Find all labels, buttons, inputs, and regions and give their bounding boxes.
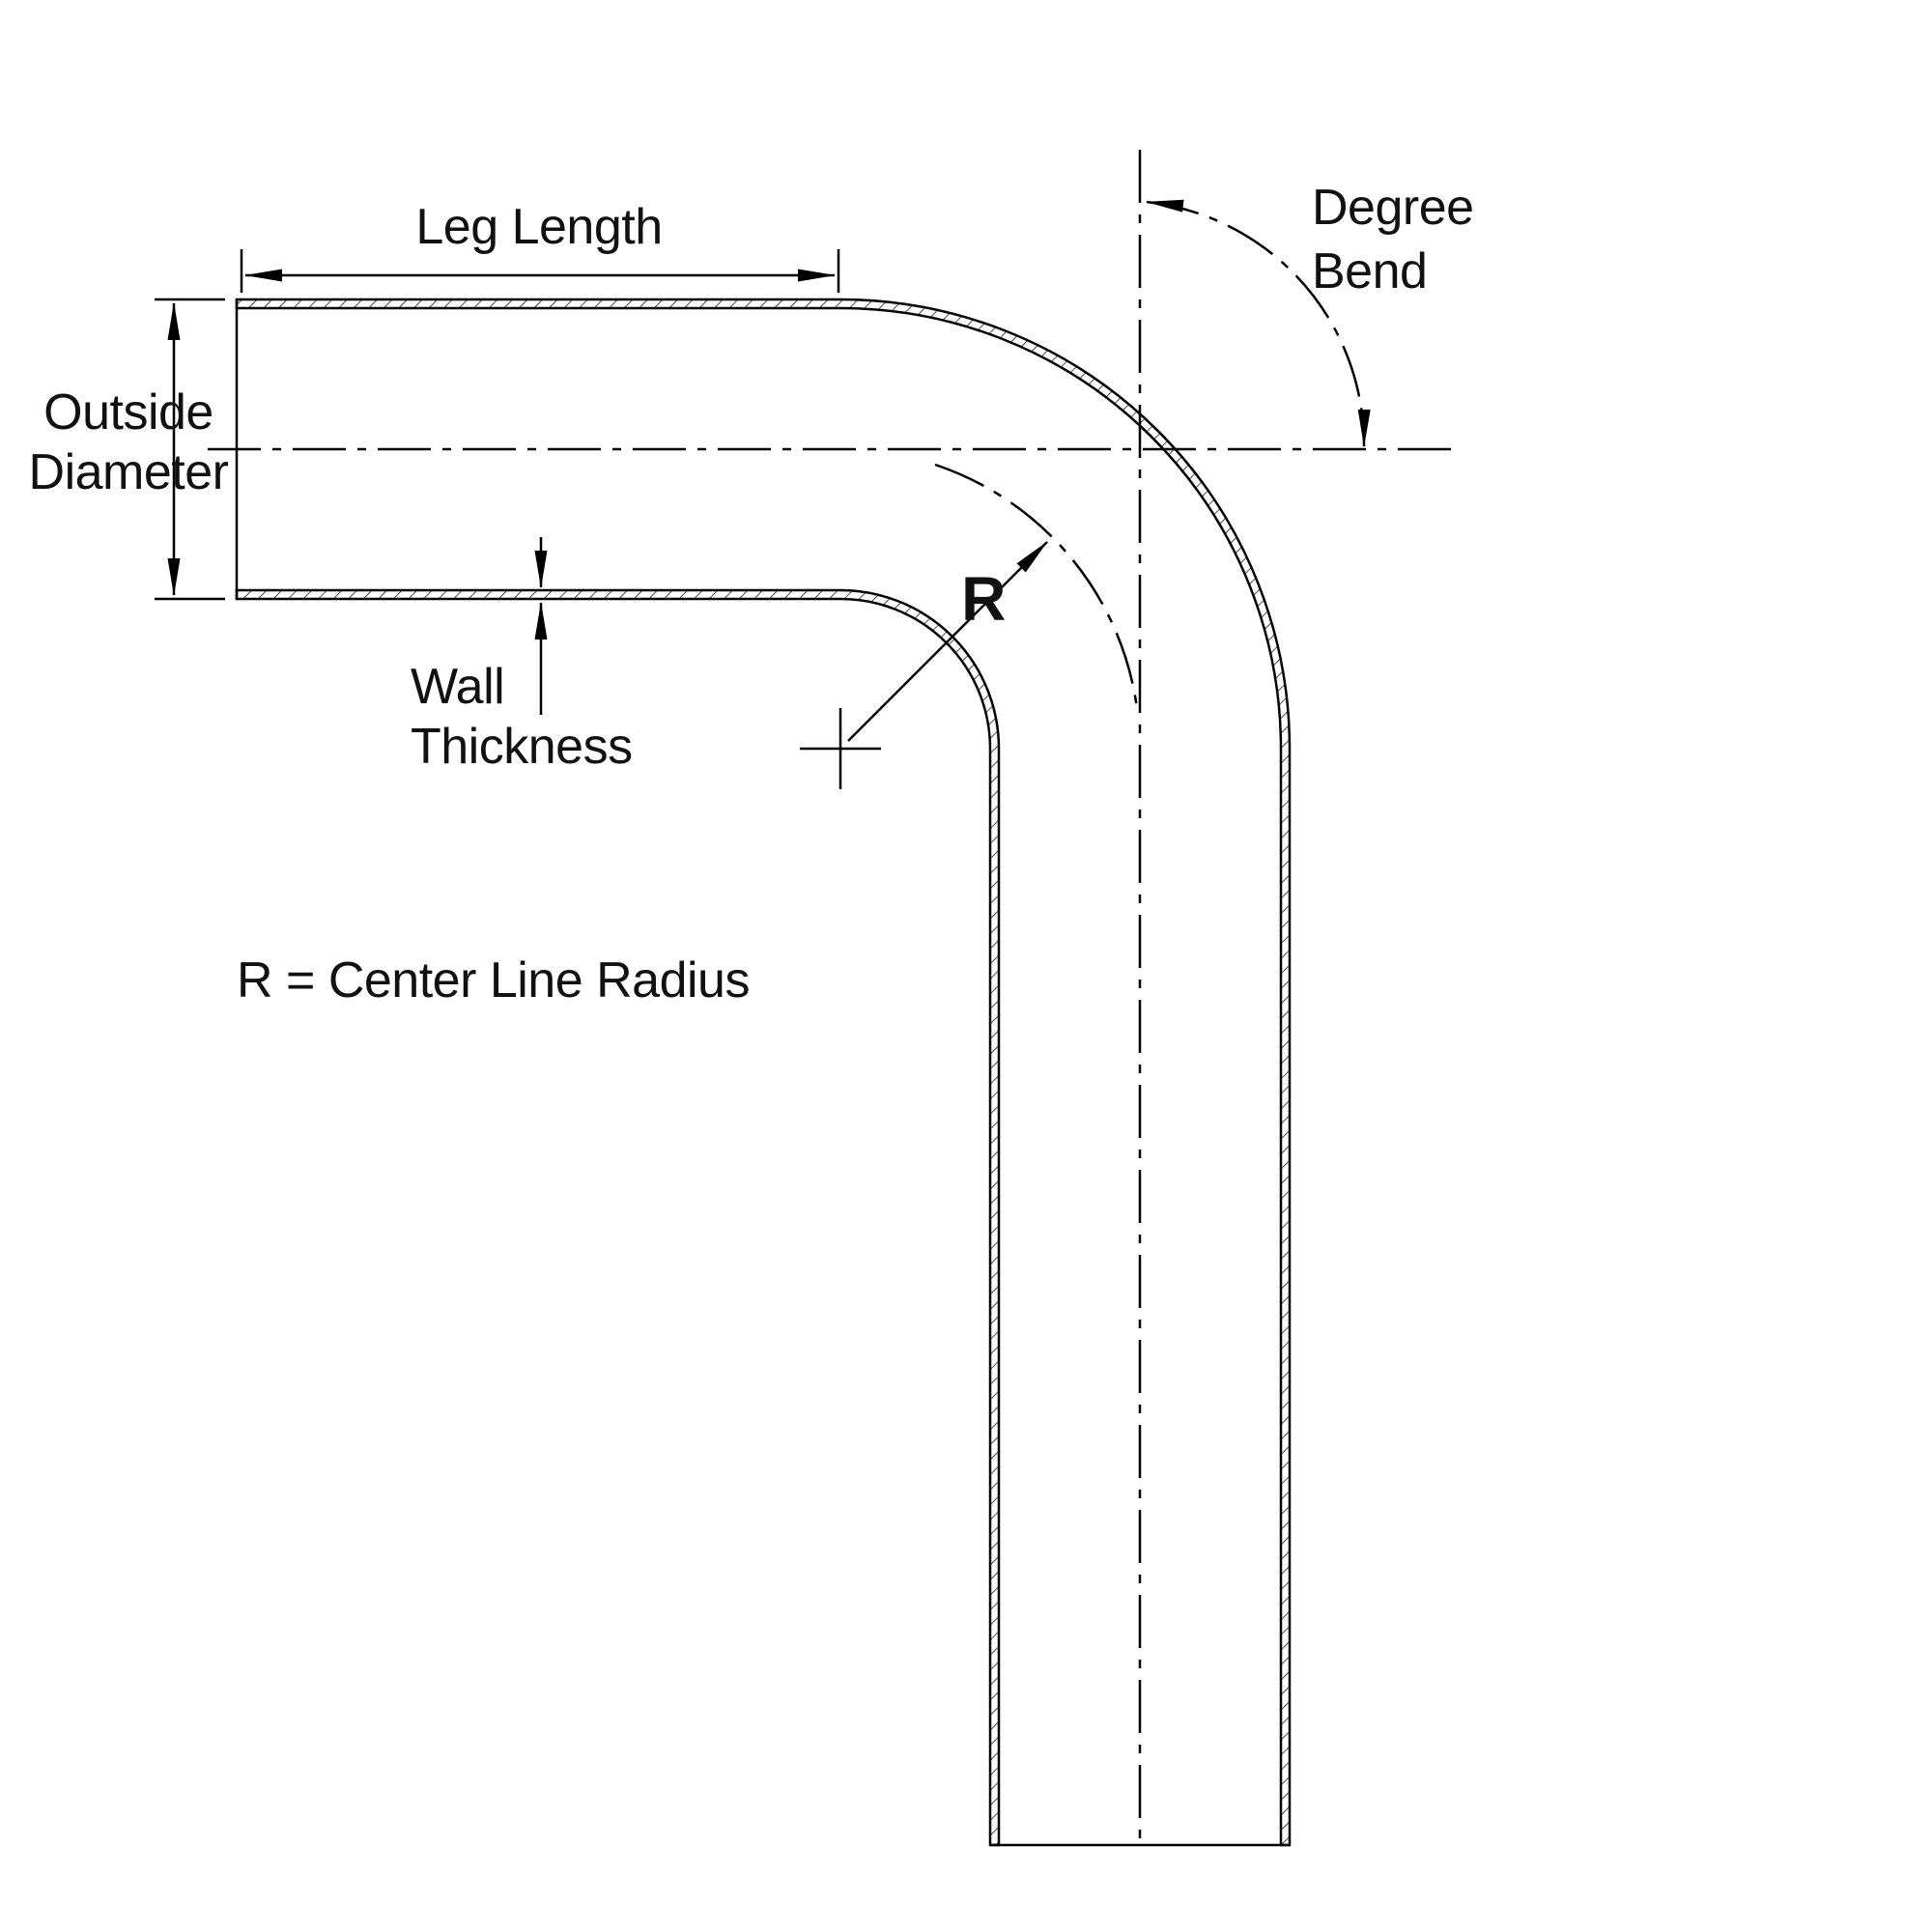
leg-length-label: Leg Length: [415, 199, 662, 255]
radius-legend-label: R = Center Line Radius: [237, 952, 750, 1009]
degree-bend-label-line1: Degree: [1312, 180, 1474, 236]
degree-bend-annotation: Degree Bend: [1146, 180, 1474, 447]
outside-diameter-label-line1: Outside: [43, 384, 213, 440]
tube-outer-wall: [235, 298, 1292, 1847]
center-line-radius-annotation: R R = Center Line Radius: [237, 463, 1139, 1009]
wall-thickness-label-line1: Wall: [411, 659, 504, 715]
outside-diameter-dimension: Outside Diameter: [29, 298, 229, 601]
outside-diameter-label-line2: Diameter: [29, 444, 229, 500]
degree-bend-arc: [1146, 199, 1371, 447]
radius-arrow: [847, 541, 1048, 742]
leg-length-dimension: Leg Length: [240, 199, 840, 293]
wall-thickness-label-line2: Thickness: [411, 719, 633, 775]
centerlines: [208, 150, 1454, 1845]
degree-bend-label-line2: Bend: [1312, 243, 1427, 299]
radius-symbol-label: R: [961, 564, 1006, 634]
tube: [235, 298, 1292, 1847]
tube-inner-wall: [235, 588, 1001, 1847]
wall-thickness-dimension: Wall Thickness: [411, 537, 633, 775]
bend-centerline-arc: [934, 463, 1139, 709]
